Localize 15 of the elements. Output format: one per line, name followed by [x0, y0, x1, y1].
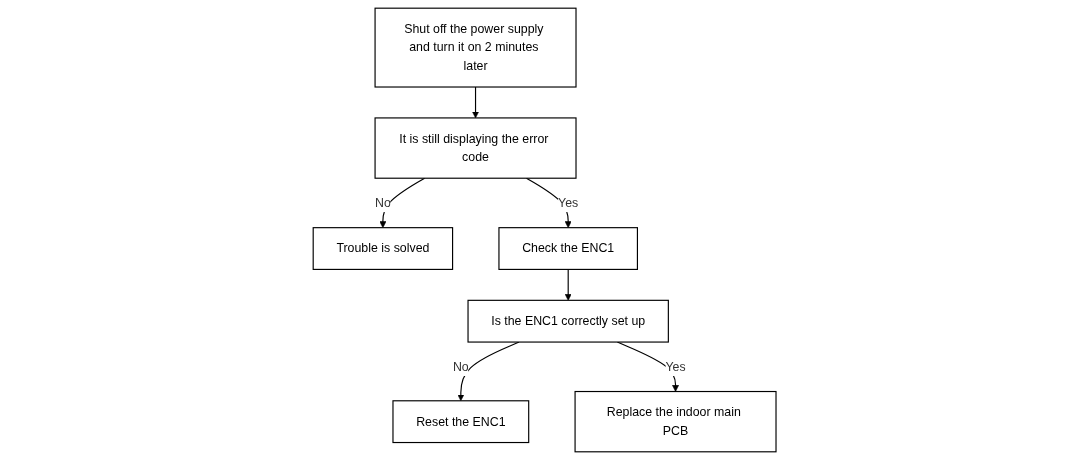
arrow	[525, 177, 572, 228]
node-box: It is still displaying the error code	[374, 117, 577, 179]
arrow	[472, 86, 479, 119]
arrow	[564, 268, 572, 301]
node-box: Trouble is solved	[312, 227, 454, 270]
edge-label: No	[374, 195, 391, 210]
arrow	[379, 177, 426, 228]
node-box: Shut off the power supply and turn it on 2 minutes later	[374, 7, 577, 88]
node-box: Is the ENC1 correctly set up	[467, 299, 669, 343]
edge-label: Yes	[665, 359, 686, 373]
edge-label: No	[452, 359, 469, 373]
edge-label: Yes	[557, 195, 579, 210]
node-box: Reset the ENC1	[392, 400, 530, 444]
node-box: Replace the indoor main PCB	[574, 390, 777, 453]
node-box: Check the ENC1	[498, 227, 638, 270]
